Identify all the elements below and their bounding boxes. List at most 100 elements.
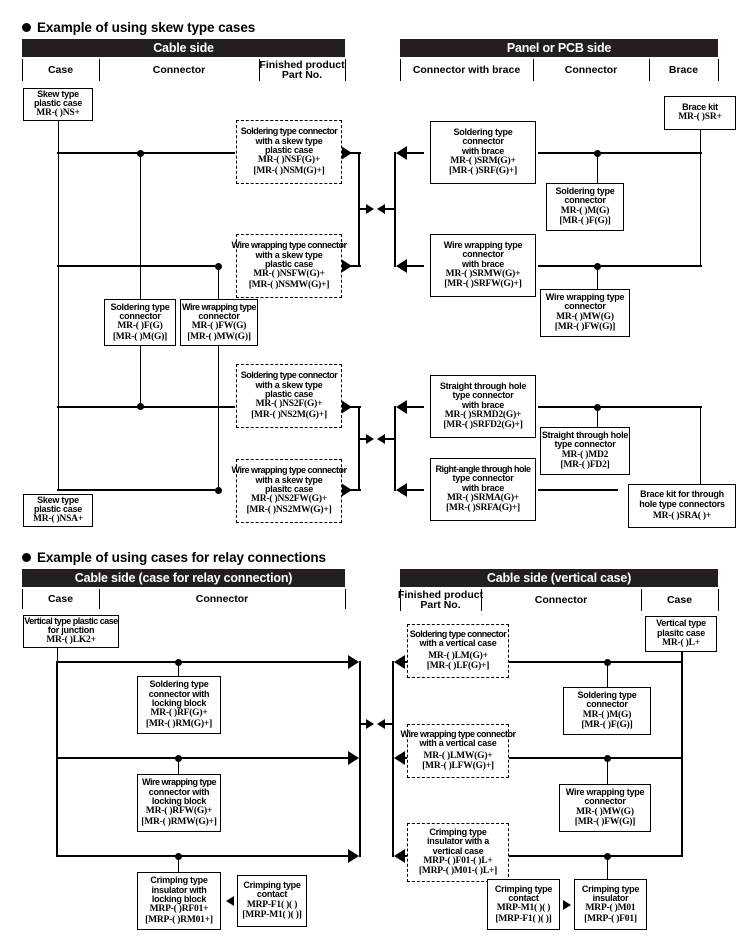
box-soldering-connector-with-brace: Soldering type connector with brace MR-(… xyxy=(430,121,536,184)
mate-arrow-left-icon xyxy=(377,719,385,729)
col-divider xyxy=(345,59,346,81)
wire xyxy=(140,345,142,407)
wire xyxy=(218,345,220,490)
col-divider xyxy=(649,59,650,81)
junction-dot xyxy=(594,404,601,411)
wire xyxy=(58,406,60,491)
wire xyxy=(57,406,235,409)
box-brace-kit-through-hole: Brace kit for through hole type connecto… xyxy=(628,484,736,528)
col-divider xyxy=(718,59,719,81)
arrow-right-icon xyxy=(563,900,571,910)
arrow-right-icon xyxy=(341,146,352,160)
wire xyxy=(56,661,355,664)
mate-arrow-right-icon xyxy=(366,434,374,444)
wire xyxy=(538,489,618,492)
finished-product-line1: Finished product xyxy=(397,588,484,601)
junction-dot xyxy=(175,659,182,666)
wire xyxy=(360,438,370,441)
arrow-left-icon xyxy=(394,655,405,669)
wire xyxy=(57,647,59,663)
box-wire-wrapping-connector-vertical-case: Wire wrapping type connector with a vert… xyxy=(401,724,516,778)
wire xyxy=(681,652,684,857)
banner-cable-side-relay: Cable side (case for relay connection) xyxy=(22,569,345,587)
junction-dot xyxy=(594,263,601,270)
banner-cable-side-vertical: Cable side (vertical case) xyxy=(400,569,718,587)
box-skew-case-bottom: Skew type plastic case MR-( )NSA+ xyxy=(23,494,93,527)
box-soldering-connector-locking-block: Soldering type connector with locking bl… xyxy=(137,676,221,734)
wire xyxy=(597,152,599,184)
wire xyxy=(538,152,702,155)
junction-dot xyxy=(175,853,182,860)
wire xyxy=(392,661,395,857)
box-vertical-wire-wrapping-connector: Wire wrapping type connector MR-( )MW(G)… xyxy=(559,784,651,832)
wire xyxy=(361,723,369,726)
box-vertical-junction-case: Vertical type plastic case for junction … xyxy=(23,615,119,648)
box-wire-wrapping-skew-case: Wire wrapping type connector with a skew… xyxy=(232,234,347,298)
col-divider xyxy=(259,59,260,81)
banner-cable-side: Cable side xyxy=(22,39,345,57)
column-connector: Connector xyxy=(195,592,249,605)
col-divider xyxy=(533,59,534,81)
box-soldering-skew-case: Soldering type connector with a skew typ… xyxy=(236,120,342,184)
wire xyxy=(406,265,424,268)
wire xyxy=(406,152,424,155)
arrow-right-icon xyxy=(341,400,352,414)
junction-dot xyxy=(604,853,611,860)
box-panel-straight-through-hole-connector: Straight through hole type connector MR-… xyxy=(540,427,630,475)
wire xyxy=(607,757,609,785)
arrow-right-icon xyxy=(348,751,359,765)
wire xyxy=(538,265,702,268)
col-divider xyxy=(400,589,401,611)
wire xyxy=(358,406,361,491)
wire xyxy=(178,855,180,873)
arrow-left-icon xyxy=(396,259,407,273)
box-wire-wrapping-connector-locking-block: Wire wrapping type connector with lockin… xyxy=(137,774,221,832)
finished-product-line2: Part No. xyxy=(420,599,461,611)
box-brace-kit: Brace kit MR-( )SR+ xyxy=(664,96,736,130)
wire xyxy=(406,406,424,409)
junction-dot xyxy=(137,403,144,410)
wire xyxy=(178,661,180,677)
box-wire-wrapping-connector-with-brace: Wire wrapping type connector with brace … xyxy=(430,234,536,297)
box-crimping-insulator-right: Crimping type insulator MRP-( )M01 [MRP-… xyxy=(574,879,647,930)
arrow-left-icon xyxy=(394,751,405,765)
mate-arrow-right-icon xyxy=(366,719,374,729)
wire xyxy=(508,661,683,664)
banner-panel-pcb-side: Panel or PCB side xyxy=(400,39,718,57)
arrow-right-icon xyxy=(341,259,352,273)
column-finished-product: Finished product Part No. xyxy=(259,59,345,81)
column-finished-product: Finished product Part No. xyxy=(397,588,484,611)
section-1-heading: Example of using skew type cases xyxy=(22,20,255,35)
wire xyxy=(385,723,393,726)
arrow-left-icon xyxy=(396,146,407,160)
column-brace: Brace xyxy=(668,63,699,76)
wire xyxy=(394,406,397,491)
mate-arrow-right-icon xyxy=(366,204,374,214)
column-connector: Connector xyxy=(152,63,206,76)
bullet-icon xyxy=(22,23,31,32)
box-soldering-connector-vertical-case: Soldering type connector with a vertical… xyxy=(407,624,509,678)
wire xyxy=(700,130,702,267)
wire xyxy=(218,265,220,300)
wire xyxy=(385,438,395,441)
wire xyxy=(700,406,702,484)
wire xyxy=(359,661,362,857)
col-divider xyxy=(22,59,23,81)
box-wire-wrapping-skew-case-2: Wire wrapping type connector with a skew… xyxy=(232,459,347,523)
wire xyxy=(56,855,355,858)
wire xyxy=(360,208,370,211)
col-divider xyxy=(22,589,23,609)
wire xyxy=(58,120,60,153)
junction-dot xyxy=(594,150,601,157)
box-skew-case-top: Skew type plastic case MR-( )NS+ xyxy=(23,88,93,121)
wire xyxy=(58,152,60,267)
wire xyxy=(406,489,424,492)
wire xyxy=(57,265,217,268)
box-crimping-contact-left: Crimping type contact MRP-F1( )( ) [MRP-… xyxy=(237,875,307,927)
col-divider xyxy=(481,589,482,611)
bullet-icon xyxy=(22,553,31,562)
wire xyxy=(56,757,355,760)
column-connector-with-brace: Connector with brace xyxy=(412,63,521,76)
box-crimping-contact-right: Crimping type contact MRP-M1( )( ) [MRP-… xyxy=(487,879,560,930)
